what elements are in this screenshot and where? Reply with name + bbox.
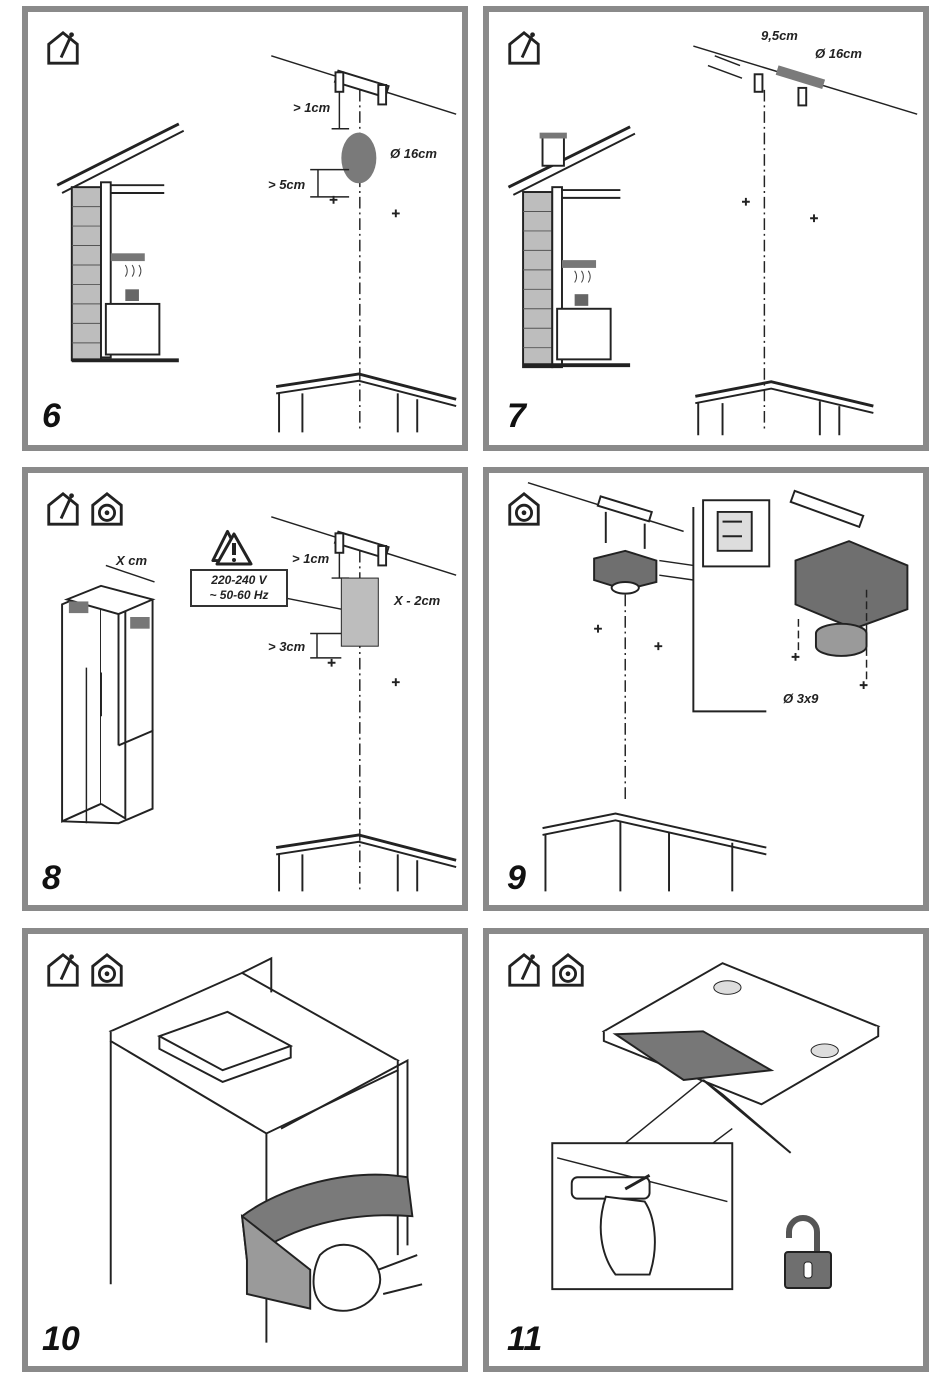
step-9-illustration <box>489 473 923 905</box>
voltage-line-1: 220-240 V <box>196 573 282 588</box>
panel-step-10: 10 <box>22 928 468 1372</box>
step-number: 8 <box>42 859 61 898</box>
dim-diameter: Ø 16cm <box>815 46 862 61</box>
panel-step-11: 11 <box>483 928 929 1372</box>
dim-spacing: 9,5cm <box>761 28 798 43</box>
dim-gap-top: > 1cm <box>292 551 329 566</box>
step-number: 11 <box>507 1320 542 1359</box>
dim-zone: X - 2cm <box>394 593 440 608</box>
step-6-illustration <box>28 12 462 445</box>
step-7-illustration <box>489 12 923 445</box>
panel-step-6: > 1cm Ø 16cm > 5cm 6 <box>22 6 468 451</box>
panel-step-8: 220-240 V ~ 50-60 Hz X cm > 1cm X - 2cm … <box>22 467 468 911</box>
dim-gap-top: > 1cm <box>293 100 330 115</box>
dim-gap-bottom: > 5cm <box>268 177 305 192</box>
dim-width: X cm <box>116 553 147 568</box>
step-number: 9 <box>507 859 526 898</box>
open-padlock-icon <box>779 1212 839 1292</box>
voltage-warning-box: 220-240 V ~ 50-60 Hz <box>190 569 288 607</box>
step-11-illustration <box>489 934 923 1366</box>
dim-diameter: Ø 16cm <box>390 146 437 161</box>
panel-step-7: 9,5cm Ø 16cm 7 <box>483 6 929 451</box>
voltage-line-2: ~ 50-60 Hz <box>196 588 282 603</box>
step-number: 7 <box>507 397 526 436</box>
warning-triangle-icon <box>214 531 254 567</box>
step-number: 6 <box>42 397 61 436</box>
step-number: 10 <box>42 1320 80 1359</box>
step-10-illustration <box>28 934 462 1366</box>
dim-screw: Ø 3x9 <box>783 691 818 706</box>
dim-gap-bottom: > 3cm <box>268 639 305 654</box>
panel-step-9: Ø 3x9 9 <box>483 467 929 911</box>
